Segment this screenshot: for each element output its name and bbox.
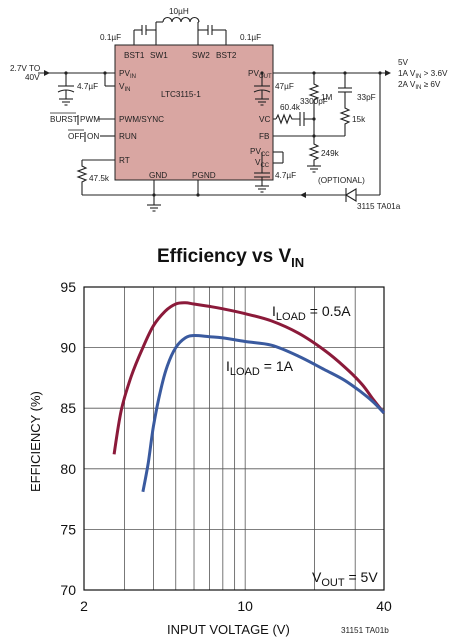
- y-axis-label: EFFICIENCY (%): [28, 391, 43, 492]
- chart-ticks: 70 75 80 85 90 95 2 10 40: [60, 279, 392, 614]
- chart: Efficiency vs VIN 70 75 80 85 90 95 2 10 40 INPU…: [28, 246, 392, 637]
- cap-bst2-label: 0.1µF: [240, 33, 261, 42]
- cap-ff-label: 33pF: [357, 93, 376, 102]
- optional-label: (OPTIONAL): [318, 176, 365, 185]
- pin-vcc: VCC: [255, 158, 270, 169]
- vout-label-3: 2A VIN ≥ 6V: [398, 80, 441, 91]
- x-tick-label: 10: [237, 598, 253, 614]
- r-comp-label: 60.4k: [280, 103, 301, 112]
- burst-label: BURST: [50, 115, 78, 124]
- pin-gnd: GND: [149, 171, 167, 180]
- pin-bst2: BST2: [216, 51, 237, 60]
- pin-sw1: SW1: [150, 51, 168, 60]
- y-tick-label: 85: [60, 400, 76, 416]
- vout-label-2: 1A VIN > 3.6V: [398, 69, 448, 80]
- vout-annotation: VOUT = 5V: [312, 569, 378, 589]
- ic-name: LTC3115-1: [161, 90, 201, 99]
- series-line-0: [112, 301, 386, 455]
- pin-sw2: SW2: [192, 51, 210, 60]
- r-ff-label: 15k: [352, 115, 366, 124]
- cap-vcc-label: 4.7µF: [275, 171, 296, 180]
- pin-vc: VC: [259, 115, 270, 124]
- x-tick-label: 40: [376, 598, 392, 614]
- series-label-0: ILOAD = 0.5A: [272, 303, 351, 323]
- pin-bst1: BST1: [124, 51, 145, 60]
- pin-pvout: PVOUT: [248, 69, 272, 80]
- off-label: OFF: [68, 132, 84, 141]
- cap-bst1-label: 0.1µF: [100, 33, 121, 42]
- x-tick-label: 2: [80, 598, 88, 614]
- pwm-label: PWM: [80, 115, 100, 124]
- chart-grid: [83, 286, 385, 591]
- y-tick-label: 75: [60, 521, 76, 537]
- series-label-1: ILOAD = 1A: [226, 358, 294, 378]
- pin-pwm: PWM/SYNC: [119, 115, 164, 124]
- plot-frame: [83, 286, 385, 591]
- y-tick-label: 90: [60, 340, 76, 356]
- chart-series: [112, 301, 386, 493]
- vin-label-1: 2.7V TO: [10, 64, 40, 73]
- schematic-fig-code: 3115 TA01a: [357, 202, 401, 211]
- inductor-label: 10µH: [169, 7, 189, 16]
- r-rt-label: 47.5k: [89, 174, 110, 183]
- vout-label-1: 5V: [398, 58, 409, 67]
- vin-label-2: 40V: [25, 73, 40, 82]
- cap-comp-label: 3300pF: [300, 97, 328, 106]
- x-axis-label: INPUT VOLTAGE (V): [167, 622, 290, 637]
- pin-fb: FB: [259, 132, 270, 141]
- pin-run: RUN: [119, 132, 137, 141]
- ic-body: [114, 44, 274, 181]
- chart-fig-code: 31151 TA01b: [341, 626, 389, 635]
- r-top-label: 1M: [321, 93, 333, 102]
- on-label: ON: [87, 132, 99, 141]
- cap-vin-label: 4.7µF: [77, 82, 98, 91]
- cap-out-label: 47µF: [275, 82, 294, 91]
- pin-vin: VIN: [119, 82, 130, 93]
- y-tick-label: 70: [60, 582, 76, 598]
- pin-pgnd: PGND: [192, 171, 216, 180]
- chart-title: Efficiency vs VIN: [157, 246, 304, 270]
- pin-rt: RT: [119, 156, 130, 165]
- pin-pvcc: PVCC: [250, 147, 270, 158]
- y-tick-label: 80: [60, 461, 76, 477]
- schematic: 10µH 0.1µF 0.1µF BST1 SW1 SW2 BST2 PVIN …: [10, 7, 448, 212]
- series-line-1: [141, 333, 386, 493]
- y-tick-label: 95: [60, 279, 76, 295]
- r-bot-label: 249k: [321, 149, 340, 158]
- pin-pvin: PVIN: [119, 69, 136, 80]
- inductor-symbol: [162, 16, 200, 23]
